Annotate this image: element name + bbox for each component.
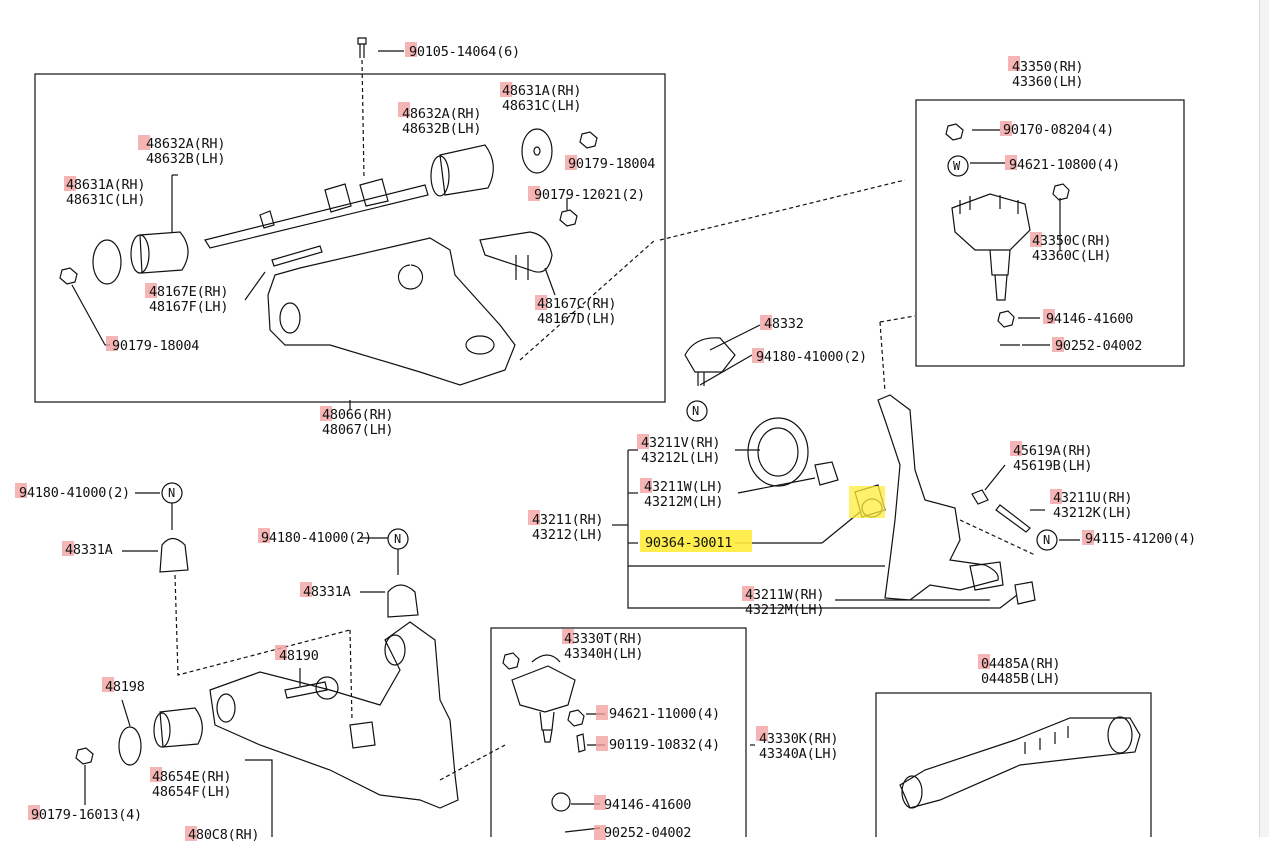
part-94180-41000-mid[interactable]: 94180-41000(2) <box>261 530 372 546</box>
part-48190[interactable]: 48190 <box>279 648 319 664</box>
part-43330t[interactable]: 43330T(RH) <box>564 631 644 647</box>
part-48198[interactable]: 48198 <box>105 679 145 695</box>
part-48631c-left[interactable]: 48631C(LH) <box>66 192 146 208</box>
n-marker: N <box>168 486 176 500</box>
part-43350c[interactable]: 43350C(RH) <box>1032 233 1112 249</box>
n-marker: N <box>394 532 402 546</box>
part-43330k[interactable]: 43330K(RH) <box>759 731 839 747</box>
part-90119-10832[interactable]: 90119-10832(4) <box>609 737 720 753</box>
part-90179-18004-top[interactable]: 90179-18004 <box>568 156 656 172</box>
part-43340a[interactable]: 43340A(LH) <box>759 746 839 762</box>
part-48331a-mid[interactable]: 48331A <box>303 584 351 600</box>
part-48167e[interactable]: 48167E(RH) <box>149 284 229 300</box>
part-48067[interactable]: 48067(LH) <box>322 422 394 438</box>
part-43212m-rh[interactable]: 43212M(LH) <box>745 602 825 618</box>
vertical-scrollbar[interactable] <box>1259 0 1269 837</box>
part-94115-41200[interactable]: 94115-41200(4) <box>1085 531 1196 547</box>
part-90179-18004-bottom[interactable]: 90179-18004 <box>112 338 200 354</box>
part-90252-04002-top[interactable]: 90252-04002 <box>1055 338 1143 354</box>
part-90170-08204[interactable]: 90170-08204(4) <box>1003 122 1114 138</box>
part-43350[interactable]: 43350(RH) <box>1012 59 1084 75</box>
part-43212l[interactable]: 43212L(LH) <box>641 450 721 466</box>
part-48631a-top[interactable]: 48631A(RH) <box>502 83 582 99</box>
part-04485a[interactable]: 04485A(RH) <box>981 656 1061 672</box>
part-04485b[interactable]: 04485B(LH) <box>981 671 1061 687</box>
part-43211w-lh[interactable]: 43211W(LH) <box>644 479 724 495</box>
part-480c8[interactable]: 480C8(RH) <box>188 827 260 843</box>
part-48066[interactable]: 48066(RH) <box>322 407 394 423</box>
part-90179-16013[interactable]: 90179-16013(4) <box>31 807 142 823</box>
highlight-part-label <box>640 530 752 552</box>
part-48167c[interactable]: 48167C(RH) <box>537 296 617 312</box>
part-48167f[interactable]: 48167F(LH) <box>149 299 229 315</box>
part-43360[interactable]: 43360(LH) <box>1012 74 1084 90</box>
lower-ball-joint-frame <box>490 627 747 837</box>
part-43211[interactable]: 43211(RH) <box>532 512 604 528</box>
part-43212k[interactable]: 43212K(LH) <box>1053 505 1133 521</box>
part-48331a-left[interactable]: 48331A <box>65 542 113 558</box>
part-45619a[interactable]: 45619A(RH) <box>1013 443 1093 459</box>
part-90252-04002-bottom[interactable]: 90252-04002 <box>604 825 692 841</box>
part-94146-41600-top[interactable]: 94146-41600 <box>1046 311 1134 327</box>
part-48632b-mid[interactable]: 48632B(LH) <box>402 121 482 137</box>
part-94180-41000-left[interactable]: 94180-41000(2) <box>19 485 130 501</box>
part-48632a-mid[interactable]: 48632A(RH) <box>402 106 482 122</box>
part-94180-41000-top[interactable]: 94180-41000(2) <box>756 349 867 365</box>
upper-ball-joint-frame <box>915 99 1185 367</box>
part-48632a-left[interactable]: 48632A(RH) <box>146 136 226 152</box>
part-43340h[interactable]: 43340H(LH) <box>564 646 644 662</box>
w-marker: W <box>953 159 961 173</box>
part-90364-30011[interactable]: 90364-30011 <box>645 535 733 551</box>
part-94621-10800[interactable]: 94621-10800(4) <box>1009 157 1120 173</box>
highlight-part-graphic <box>849 486 885 518</box>
part-43211u[interactable]: 43211U(RH) <box>1053 490 1133 506</box>
part-43211w-rh[interactable]: 43211W(RH) <box>745 587 825 603</box>
part-48332[interactable]: 48332 <box>764 316 804 332</box>
part-45619b[interactable]: 45619B(LH) <box>1013 458 1093 474</box>
part-48631a-left[interactable]: 48631A(RH) <box>66 177 146 193</box>
part-43212m-lh[interactable]: 43212M(LH) <box>644 494 724 510</box>
cv-shaft-frame <box>875 692 1152 837</box>
part-90179-12021[interactable]: 90179-12021(2) <box>534 187 645 203</box>
part-48167d[interactable]: 48167D(LH) <box>537 311 617 327</box>
part-48632b-left[interactable]: 48632B(LH) <box>146 151 226 167</box>
part-94146-41600-bottom[interactable]: 94146-41600 <box>604 797 692 813</box>
part-48654e[interactable]: 48654E(RH) <box>152 769 232 785</box>
part-43212[interactable]: 43212(LH) <box>532 527 604 543</box>
part-43360c[interactable]: 43360C(LH) <box>1032 248 1112 264</box>
n-marker: N <box>1043 533 1051 547</box>
part-43211v[interactable]: 43211V(RH) <box>641 435 721 451</box>
part-48654f[interactable]: 48654F(LH) <box>152 784 232 800</box>
part-94621-11000[interactable]: 94621-11000(4) <box>609 706 720 722</box>
n-marker: N <box>692 404 700 418</box>
part-90105-14064[interactable]: 90105-14064(6) <box>409 44 520 60</box>
part-48631c-top[interactable]: 48631C(LH) <box>502 98 582 114</box>
